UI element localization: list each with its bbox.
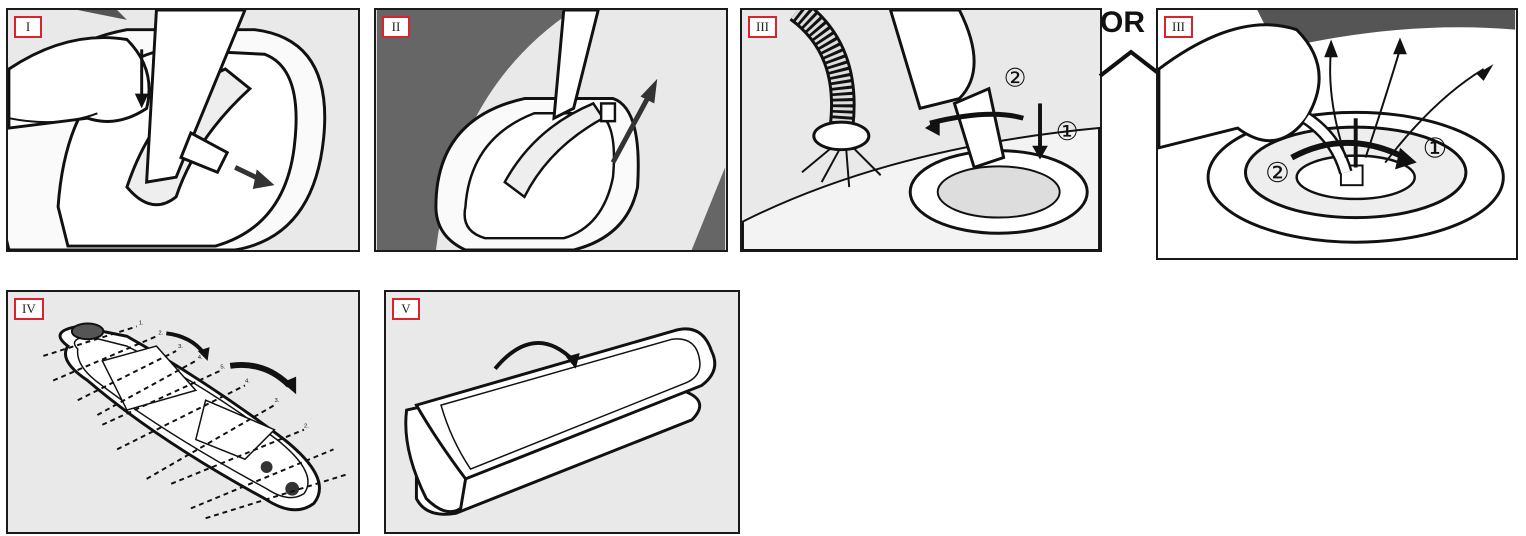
- step-label: III: [748, 16, 777, 38]
- step-label: II: [382, 16, 410, 38]
- fold-number: 1.: [139, 320, 144, 326]
- fold-number: 2.: [158, 330, 163, 336]
- step-label: V: [392, 298, 420, 320]
- board-roll-illustration: [386, 292, 738, 532]
- step-panel-3b: III ② ①: [1156, 8, 1518, 260]
- step-panel-4: IV 1. 2. 3. 4. 5. 4. 3. 2.: [6, 290, 360, 534]
- step-label: IV: [14, 298, 44, 320]
- step-panel-2: II: [374, 8, 728, 252]
- fold-number: 3.: [274, 398, 279, 404]
- step-label: I: [14, 16, 42, 38]
- valve-open-illustration: ② ①: [1158, 10, 1516, 258]
- fold-number: 4.: [198, 355, 203, 361]
- marker-one: ①: [1423, 133, 1448, 165]
- fold-number: 2.: [304, 424, 309, 430]
- step-panel-3a: III ② ①: [740, 8, 1102, 252]
- board-fold-illustration: 1. 2. 3. 4. 5. 4. 3. 2.: [8, 292, 358, 532]
- fold-number: 5.: [220, 365, 225, 371]
- strap-lift-illustration: [376, 10, 726, 250]
- or-separator: OR: [1100, 6, 1145, 40]
- strap-release-illustration: [8, 10, 358, 250]
- fold-number: 3.: [178, 344, 183, 350]
- marker-two: ②: [1265, 157, 1290, 189]
- step-label: III: [1164, 16, 1193, 38]
- hose-drain-illustration: ② ①: [742, 10, 1100, 250]
- marker-two: ②: [1004, 64, 1027, 94]
- marker-one: ①: [1056, 117, 1079, 147]
- fold-number: 4.: [245, 378, 250, 384]
- step-panel-1: I: [6, 8, 360, 252]
- step-panel-5: V: [384, 290, 740, 534]
